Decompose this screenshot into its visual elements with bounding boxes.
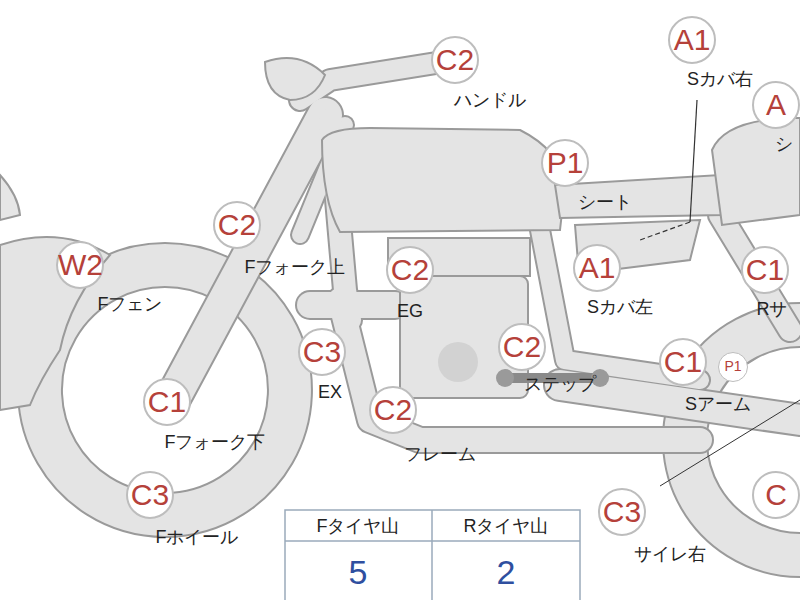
grade-circle: C2 [498, 323, 546, 371]
part-name: Fフォーク下 [165, 432, 266, 454]
part-name: Fホイール [156, 527, 239, 549]
part-name: Sカバ右 [687, 69, 753, 91]
grade-circle: C1 [143, 378, 191, 426]
table-cell: 2 [497, 553, 516, 592]
table-cell: 5 [349, 553, 368, 592]
grade-circle: A1 [668, 16, 716, 64]
part-name: EX [318, 382, 342, 404]
part-name: フレーム [404, 444, 476, 466]
part-name: EG [397, 301, 423, 323]
grade-circle: P1 [541, 139, 589, 187]
part-name: Sカバ左 [587, 297, 653, 319]
grade-circle: C [752, 471, 800, 519]
grade-circle: C2 [386, 246, 434, 294]
part-name: シート [578, 192, 632, 214]
grade-circle: C2 [431, 36, 479, 84]
table-header: Rタイヤ山 [464, 514, 549, 538]
grade-circle: C1 [659, 338, 707, 386]
part-name: ステップ [524, 374, 596, 396]
part-name: Sアーム [685, 394, 751, 416]
grade-circle: C2 [369, 386, 417, 434]
grade-circle: C3 [126, 471, 174, 519]
grade-circle: C2 [213, 201, 261, 249]
table-header: Fタイヤ山 [317, 514, 400, 538]
part-name: Fフォーク上 [245, 257, 346, 279]
grade-circle: C3 [598, 488, 646, 536]
grade-circle: A1 [573, 244, 621, 292]
grade-circle: A [752, 81, 800, 129]
part-name: Fフェン [98, 294, 163, 316]
grade-circle: C3 [298, 328, 346, 376]
part-name: ハンドル [454, 90, 526, 112]
part-name: Rサ [757, 299, 788, 321]
grade-circle: C1 [741, 246, 789, 294]
grade-circle: P1 [718, 352, 748, 382]
part-name: サイレ右 [634, 544, 706, 566]
grade-circle: W2 [56, 241, 104, 289]
part-name: シ [775, 134, 793, 156]
